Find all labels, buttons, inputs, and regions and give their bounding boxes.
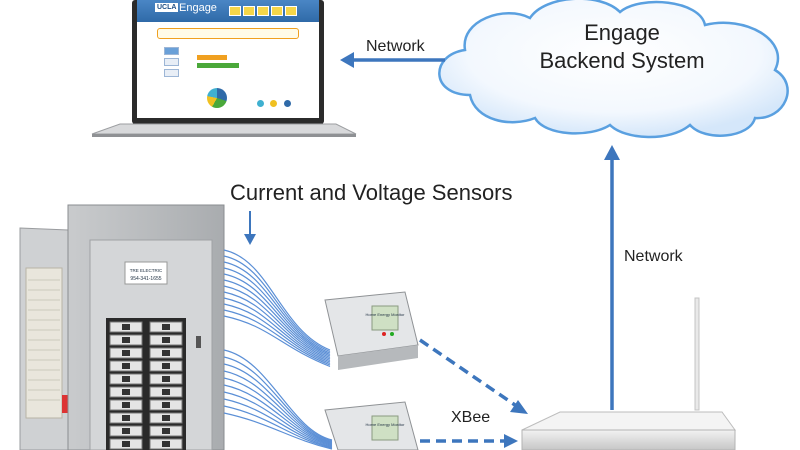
cloud-title-line2: Backend System — [539, 48, 704, 73]
breaker-toggle — [122, 350, 130, 356]
network-arrow-top — [340, 52, 445, 68]
breaker-toggle — [122, 376, 130, 382]
app-header: UCLA Engage — [137, 0, 319, 22]
app-logo: UCLA — [155, 3, 179, 12]
monitor-2-label: Home Energy Monitor — [366, 422, 406, 427]
usage-bar-1 — [197, 55, 227, 60]
breaker-toggle — [122, 415, 130, 421]
breaker-toggle — [162, 402, 170, 408]
sensor-wire — [223, 267, 331, 356]
router — [521, 297, 736, 450]
sensor-wire — [223, 291, 331, 362]
app-tab[interactable] — [285, 6, 297, 16]
sensors-arrow — [244, 211, 256, 245]
breaker-toggle — [162, 350, 170, 356]
breaker-toggle — [122, 428, 130, 434]
cloud-title-line1: Engage — [584, 20, 660, 45]
sensor-wire — [223, 303, 331, 365]
sidebar-button[interactable] — [164, 47, 179, 55]
sensor-wire — [223, 249, 331, 351]
xbee-label: XBee — [451, 409, 490, 426]
sensor-wire — [223, 273, 331, 357]
monitor-1-label: Home Energy Monitor — [366, 312, 406, 317]
app-banner — [157, 28, 299, 39]
app-tab[interactable] — [229, 6, 241, 16]
breaker-toggle — [122, 324, 130, 330]
panel-phone-label: 954-341-1655 — [130, 276, 161, 282]
sensor-wire — [223, 384, 333, 446]
breaker-toggle — [162, 324, 170, 330]
sensor-wire — [223, 285, 331, 360]
appliance-icons — [257, 94, 293, 112]
sensor-wire — [223, 315, 331, 368]
backend-cloud: Engage Backend System — [438, 0, 789, 139]
sensor-wire — [223, 309, 331, 366]
energy-monitor-2: Home Energy Monitor — [324, 401, 419, 450]
sensor-wire — [223, 405, 333, 449]
app-tab[interactable] — [271, 6, 283, 16]
breaker-toggle — [162, 428, 170, 434]
laptop-screen: UCLA Engage — [137, 0, 319, 118]
sensor-wire — [223, 279, 331, 359]
sensor-wire — [223, 255, 331, 353]
breaker-toggle — [162, 441, 170, 447]
network-label-top: Network — [366, 38, 426, 55]
sensor-wire — [223, 297, 331, 363]
sensor-wire — [223, 398, 333, 448]
breaker-toggle — [162, 415, 170, 421]
breaker-toggle — [122, 363, 130, 369]
breaker-panel: TRE ELECTRIC 954-341-1655 — [19, 204, 225, 450]
sensor-wire — [223, 391, 333, 447]
app-tab[interactable] — [243, 6, 255, 16]
network-arrow-right — [604, 145, 620, 410]
breaker-toggle — [162, 363, 170, 369]
sidebar-button[interactable] — [164, 58, 179, 66]
breaker-rows — [109, 321, 183, 450]
breaker-toggle — [162, 337, 170, 343]
sensor-wire — [223, 349, 333, 441]
sensor-wire — [223, 412, 333, 450]
app-tab[interactable] — [257, 6, 269, 16]
xbee-arrow-1 — [419, 338, 528, 414]
usage-bars — [197, 55, 257, 68]
app-name: Engage — [179, 2, 217, 14]
appliance-icon — [270, 100, 278, 107]
sensor-wire — [223, 261, 331, 354]
breaker-toggle — [122, 389, 130, 395]
breaker-toggle — [122, 402, 130, 408]
app-sidebar — [164, 47, 179, 80]
breaker-toggle — [162, 376, 170, 382]
sensor-wire — [223, 363, 333, 443]
breaker-toggle — [122, 337, 130, 343]
breaker-toggle — [122, 441, 130, 447]
energy-monitor-1: Home Energy Monitor — [324, 291, 419, 370]
sensors-label: Current and Voltage Sensors — [230, 180, 513, 205]
sensor-wire — [223, 370, 333, 444]
network-label-right: Network — [624, 248, 684, 265]
breaker-toggle — [162, 389, 170, 395]
sensor-wire — [223, 377, 333, 445]
xbee-arrow-2 — [420, 434, 518, 448]
panel-company-label: TRE ELECTRIC — [130, 268, 163, 273]
appliance-icon — [283, 100, 291, 107]
usage-pie-chart — [207, 88, 227, 108]
sensor-wire — [223, 356, 333, 442]
sensor-wires — [223, 249, 333, 450]
appliance-icon — [257, 100, 264, 107]
sidebar-button[interactable] — [164, 69, 179, 77]
usage-bar-2 — [197, 63, 239, 68]
